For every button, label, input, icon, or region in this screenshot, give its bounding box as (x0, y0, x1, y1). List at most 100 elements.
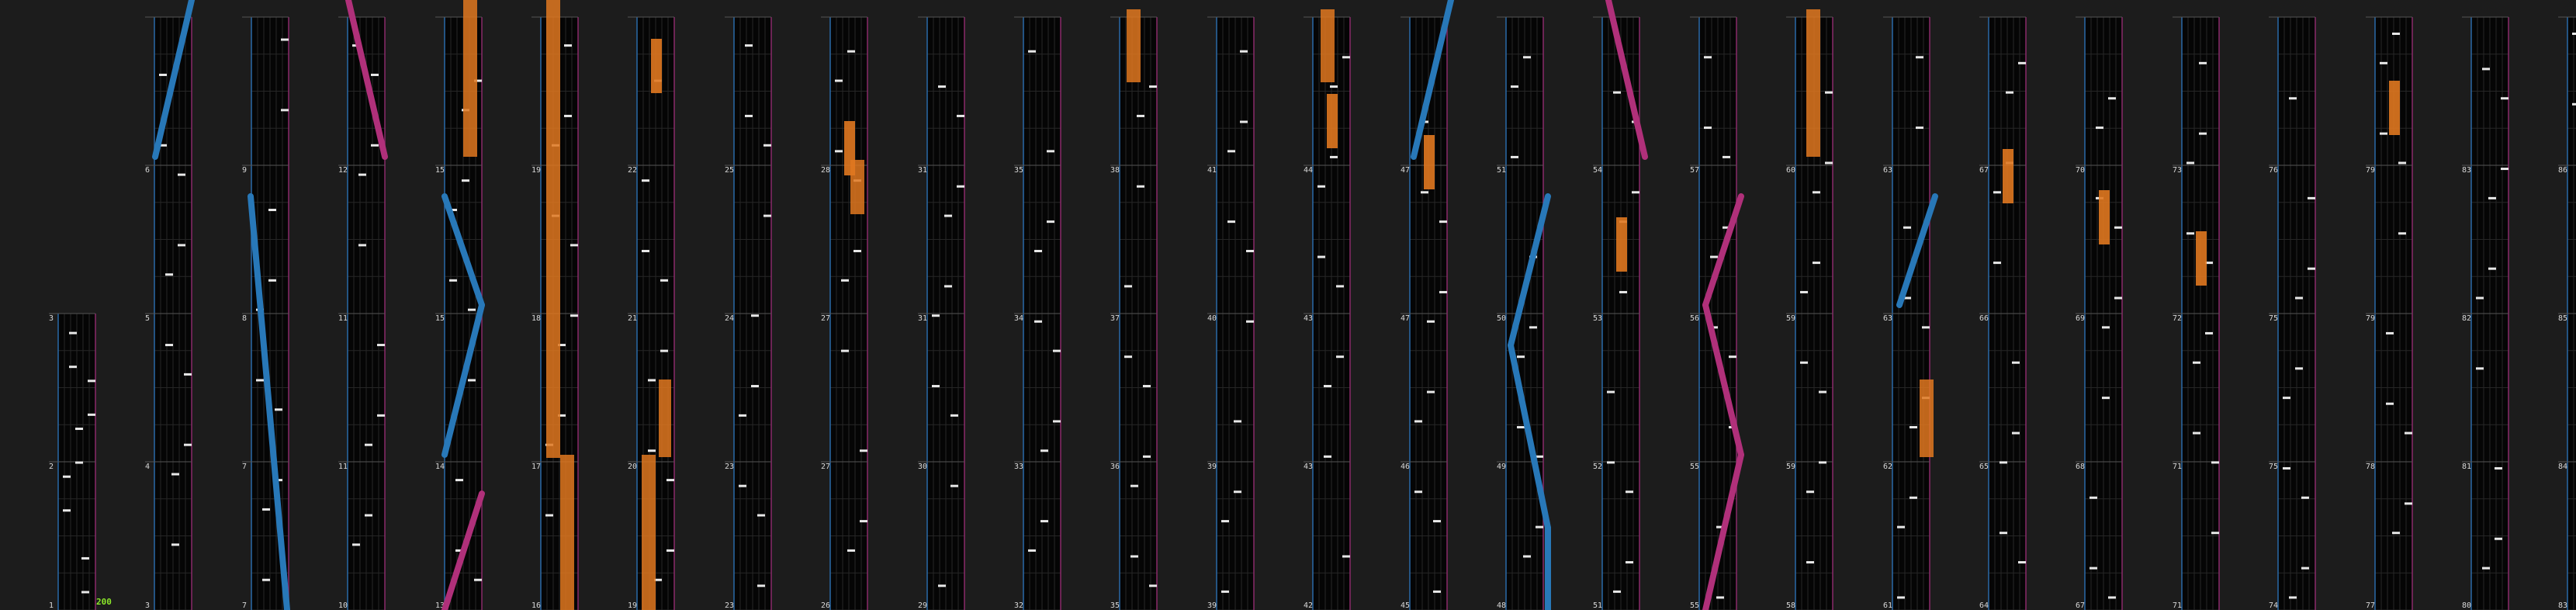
tap-note (1053, 349, 1061, 352)
tap-note (1909, 496, 1917, 499)
measure-number: 67 (2076, 601, 2085, 610)
tap-note (1517, 425, 1525, 428)
tap-note (178, 173, 185, 176)
measure-number: 8 (242, 314, 247, 323)
tap-note (81, 591, 89, 594)
measure-number: 60 (1786, 166, 1795, 175)
tap-note (1221, 590, 1229, 593)
measure-number: 32 (1014, 601, 1023, 610)
measure-number: 9 (242, 166, 247, 175)
measure-number: 59 (1786, 314, 1795, 323)
tap-note (2012, 361, 2020, 364)
tap-note (69, 331, 77, 334)
tap-note (745, 114, 753, 117)
measure-number: 43 (1304, 314, 1313, 323)
measure-number: 28 (821, 166, 830, 175)
slide-path (1411, 0, 1454, 160)
measure-number: 2 (49, 463, 54, 471)
tap-note (1613, 91, 1621, 94)
measure-number: 14 (435, 463, 445, 471)
measure-number: 61 (1883, 601, 1892, 610)
tap-note (667, 549, 674, 552)
measure-number: 44 (1304, 166, 1313, 175)
measure-number: 39 (1207, 463, 1217, 471)
tap-note (358, 173, 366, 176)
tap-note (75, 461, 83, 464)
measure-number: 69 (2076, 314, 2085, 323)
tap-note (1137, 185, 1144, 188)
measure-number: 3 (49, 314, 54, 323)
tap-note (1729, 355, 1736, 359)
tap-note (1414, 420, 1422, 423)
measure-number: 23 (725, 601, 734, 610)
measure-number: 77 (2366, 601, 2375, 610)
tap-note (75, 428, 83, 431)
tap-note (2572, 33, 2576, 35)
tap-note (1227, 220, 1235, 224)
tap-note (2283, 466, 2290, 470)
measure-number: 63 (1883, 314, 1892, 323)
measure-number: 13 (435, 601, 445, 610)
tap-note (1993, 262, 2001, 265)
tap-note (1626, 561, 1633, 564)
measure-number: 82 (2462, 314, 2471, 323)
tap-note (938, 584, 946, 587)
hold-note (463, 0, 477, 157)
tap-note (932, 314, 940, 317)
tap-note (2405, 502, 2412, 505)
tap-note (2114, 296, 2122, 300)
measure-number: 75 (2269, 463, 2278, 471)
tap-note (262, 508, 270, 511)
hold-note (1920, 380, 1934, 457)
measure-number: 27 (821, 463, 830, 471)
tap-note (1800, 290, 1808, 293)
measure-number: 10 (338, 601, 348, 610)
tap-note (81, 556, 89, 560)
tap-note (2495, 537, 2502, 540)
tap-note (268, 279, 276, 282)
tap-note (2114, 226, 2122, 229)
slide-path (1605, 0, 1648, 160)
tap-note (2186, 161, 2194, 165)
tap-note (1517, 355, 1525, 359)
measure-number: 68 (2076, 463, 2085, 471)
tap-note (1511, 85, 1518, 88)
measure-number: 6 (145, 166, 150, 175)
tap-note (1909, 425, 1917, 428)
tap-note (1710, 326, 1718, 329)
hold-note (2389, 81, 2400, 135)
measure-number: 18 (531, 314, 541, 323)
tap-note (468, 379, 476, 382)
tap-note (667, 479, 674, 482)
tap-note (1421, 191, 1428, 194)
measure-number: 23 (725, 463, 734, 471)
tap-note (1336, 355, 1344, 359)
measure-number: 35 (1110, 601, 1120, 610)
tap-note (1240, 120, 1248, 123)
measure-number: 65 (1979, 463, 1989, 471)
tap-note (1414, 490, 1422, 494)
tap-note (159, 73, 167, 76)
measure-number: 1 (49, 601, 54, 610)
tap-note (462, 179, 469, 182)
measure-number: 49 (1497, 463, 1506, 471)
measure-number: 53 (1593, 314, 1602, 323)
measure-number: 34 (1014, 314, 1023, 323)
slide-path (1702, 302, 1744, 458)
tap-note (63, 509, 71, 512)
slide-path (248, 193, 290, 610)
tap-note (2211, 461, 2219, 464)
tap-note (2090, 496, 2097, 499)
tap-note (2495, 466, 2502, 470)
tap-note (950, 484, 958, 487)
measure-number: 40 (1207, 314, 1217, 323)
tap-note (2205, 331, 2213, 334)
tap-note (371, 73, 379, 76)
measure-number: 15 (435, 166, 445, 175)
tap-note (275, 408, 282, 411)
tap-note (847, 50, 855, 53)
hold-note (651, 39, 662, 93)
tap-note (853, 249, 861, 252)
tap-note (860, 520, 867, 523)
